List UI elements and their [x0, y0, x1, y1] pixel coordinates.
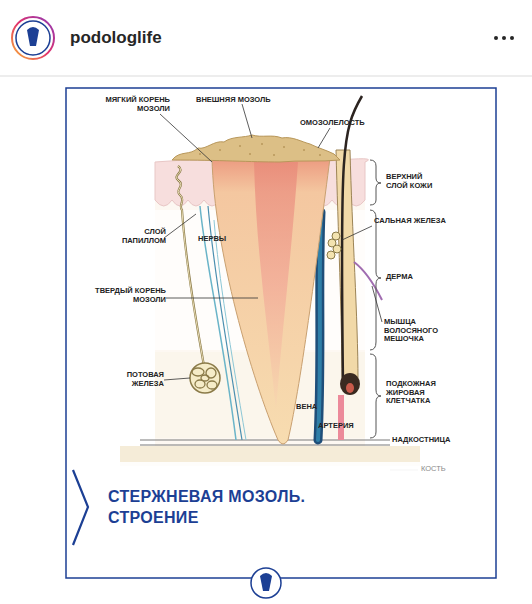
hair-bulb — [340, 373, 360, 395]
callus-texture — [249, 153, 251, 155]
sebaceous-gland — [327, 251, 335, 259]
part-label: САЛЬНАЯ ЖЕЛЕЗА — [374, 217, 474, 226]
leader-line — [164, 214, 196, 238]
sweat-gland-coil — [207, 381, 217, 389]
logo-icon — [260, 573, 272, 591]
menu-dot — [494, 36, 498, 40]
hair-shaft — [342, 96, 362, 384]
layer-bracket — [370, 160, 381, 205]
part-label: ПОТОВАЯ ЖЕЛЕЗА — [119, 371, 164, 388]
part-label: ТВЕРДЫЙ КОРЕНЬ МОЗОЛИ — [88, 287, 166, 304]
corn-core — [254, 162, 298, 410]
sebaceous-gland — [327, 232, 341, 259]
part-label: ВНЕШНЯЯ МОЗОЛЬ — [196, 96, 306, 105]
callus-texture — [199, 153, 201, 155]
callus-texture — [273, 154, 275, 156]
sweat-gland-coil — [190, 363, 220, 393]
sweat-gland-coil — [192, 368, 204, 376]
leader-line — [342, 226, 372, 240]
part-label: НАДКОСТНИЦА — [392, 436, 472, 445]
sweat-duct — [176, 166, 205, 372]
tissue-background — [155, 159, 368, 446]
leader-line — [164, 378, 190, 380]
leader-line — [372, 286, 382, 322]
layer-bracket — [370, 354, 381, 438]
part-label: НЕРВЫ — [198, 235, 238, 244]
part-label: КОСТЬ — [421, 465, 471, 474]
sweat-gland-coil — [201, 375, 209, 381]
part-label: СЛОЙ ПАПИЛЛОМ — [118, 228, 166, 245]
part-label: МЯГКИЙ КОРЕНЬ МОЗОЛИ — [95, 96, 170, 113]
callus-texture — [199, 143, 321, 156]
account-name: podologlife — [70, 28, 230, 48]
logo — [251, 568, 281, 598]
leader-line — [318, 128, 330, 148]
menu-dot — [502, 36, 506, 40]
hair-papilla — [346, 383, 354, 393]
frame — [66, 88, 496, 578]
sweat-gland-coil — [206, 368, 216, 378]
part-label: МЫШЦА ВОЛОСЯНОГО МЕШОЧКА — [384, 318, 442, 344]
callus-texture — [319, 154, 321, 156]
artery — [338, 395, 344, 440]
layer-label: ВЕРХНИЙ СЛОЙ КОЖИ — [386, 173, 438, 190]
part-label: ОМОЗОЛЕЛОСТЬ — [300, 119, 390, 128]
sebaceous-gland — [333, 245, 341, 253]
part-label: АРТЕРИЯ — [318, 422, 368, 431]
title-panel — [67, 462, 496, 548]
callus-texture — [219, 149, 221, 151]
callus-texture — [303, 149, 305, 151]
layer-label: ДЕРМА — [386, 273, 446, 282]
layer-label: ПОДКОЖНАЯ ЖИРОВАЯ КЛЕТЧАТКА — [386, 380, 444, 406]
hair-follicle — [336, 150, 358, 380]
corn-root — [212, 158, 330, 444]
callus-texture — [239, 145, 241, 147]
header-separator — [0, 76, 532, 77]
leader-line — [242, 104, 252, 138]
sweat-duct — [176, 166, 205, 372]
leader-line — [166, 298, 258, 299]
menu-dot — [510, 36, 514, 40]
sweat-gland-coil — [190, 363, 220, 393]
leader-lines — [160, 104, 382, 380]
avatar-logo — [16, 21, 50, 55]
periosteum-line — [140, 444, 390, 445]
avatar-ring — [12, 17, 54, 59]
diagram-title: СТЕРЖНЕВАЯ МОЗОЛЬ. СТРОЕНИЕ — [108, 487, 338, 529]
chevron — [73, 470, 88, 545]
layer-bracket — [370, 210, 381, 350]
leader-line — [160, 114, 212, 162]
arrector-muscle — [354, 262, 382, 300]
callus-texture — [261, 143, 263, 145]
part-label: ВЕНА — [296, 403, 336, 412]
callus-texture — [283, 146, 285, 148]
periosteum-line — [140, 439, 390, 440]
avatar-foot-icon — [27, 27, 39, 46]
